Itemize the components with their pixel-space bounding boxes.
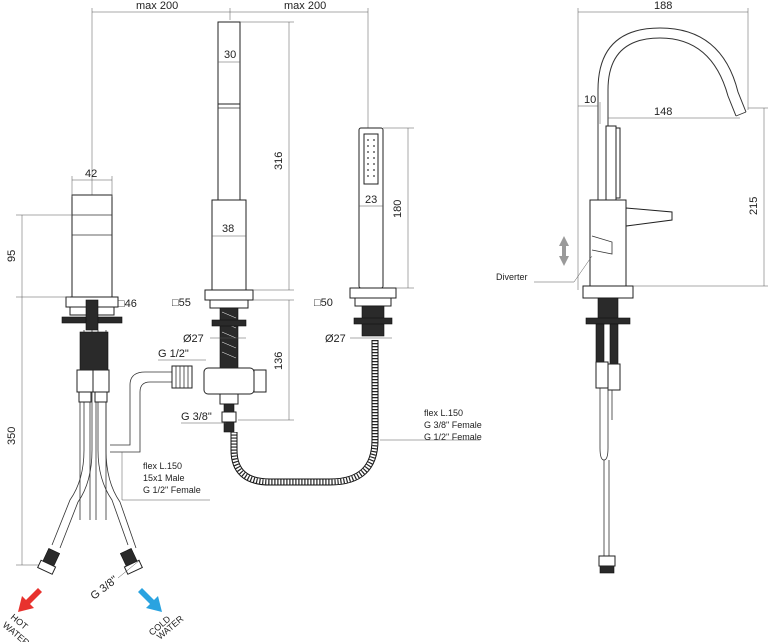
flex-left-line1: flex L.150: [143, 461, 182, 471]
flex-right-line3: G 1/2" Female: [424, 432, 482, 442]
dim-38: 38: [222, 223, 234, 235]
dim-g38-bottom: G 3/8": [88, 574, 120, 602]
dim-215: 215: [748, 197, 760, 215]
dim-30: 30: [224, 49, 236, 61]
dim-dia-27-center: Ø27: [183, 333, 204, 345]
diverter-arrow-icon: [559, 236, 569, 266]
dim-square-55: □55: [172, 297, 191, 309]
dim-148: 148: [654, 106, 672, 118]
hand-shower-assembly: 23 □50 Ø27 180: [230, 127, 414, 486]
side-view-assembly: 10 148 215 Diverter: [496, 27, 768, 574]
dim-180: 180: [392, 200, 404, 218]
spout-assembly: 30 38 □55 Ø27 G 1/2" G 3/8" 316: [158, 21, 294, 433]
diverter-label: Diverter: [496, 272, 528, 282]
cold-fitting: [119, 548, 143, 575]
dim-95: 95: [6, 250, 18, 262]
dim-square-50: □50: [314, 297, 333, 309]
flex-right-line1: flex L.150: [424, 408, 463, 418]
dim-136: 136: [273, 352, 285, 370]
dim-g12: G 1/2": [158, 348, 189, 360]
dim-188: 188: [654, 0, 672, 12]
cold-arrow-icon: [138, 588, 162, 612]
dim-max-200-right: max 200: [284, 0, 326, 12]
top-dimensions: max 200 max 200 188: [91, 0, 749, 300]
flex-left-line2: 15x1 Male: [143, 473, 185, 483]
dim-10: 10: [584, 94, 596, 106]
flex-right-line2: G 3/8" Female: [424, 420, 482, 430]
flex-left-line3: G 1/2" Female: [143, 485, 201, 495]
flex-note-left: flex L.150 15x1 Male G 1/2" Female: [121, 452, 210, 501]
hot-water-indicator: HOT WATER: [1, 588, 42, 642]
dim-23: 23: [365, 194, 377, 206]
cold-water-indicator: COLD WATER: [138, 588, 186, 642]
dim-350: 350: [6, 427, 18, 445]
dim-316: 316: [273, 152, 285, 170]
mixer-assembly: 42 □46 95 350: [6, 168, 193, 602]
flex-note-right: flex L.150 G 3/8" Female G 1/2" Female: [380, 408, 482, 442]
hot-fitting: [37, 548, 61, 575]
dim-g38-center: G 3/8": [181, 411, 212, 423]
dim-max-200-left: max 200: [136, 0, 178, 12]
dim-dia-27-right: Ø27: [325, 333, 346, 345]
hot-arrow-icon: [18, 588, 42, 612]
dim-42: 42: [85, 168, 97, 180]
dim-square-46: □46: [118, 298, 137, 310]
